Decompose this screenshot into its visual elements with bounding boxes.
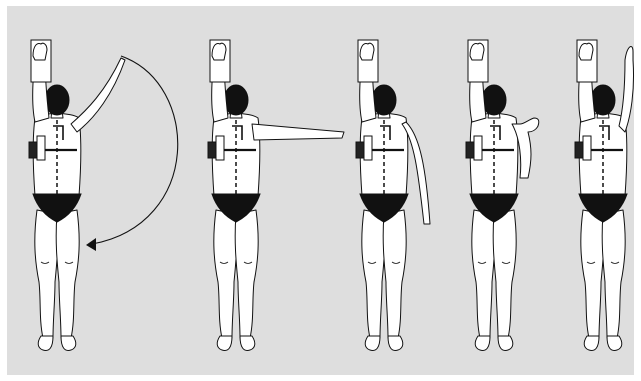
side-mount (208, 142, 216, 158)
right-foot (498, 336, 513, 350)
right-foot (607, 336, 622, 350)
figure-hand-behind-head (575, 40, 634, 350)
left-hand (579, 43, 593, 60)
figure-arm-horizontal (208, 40, 344, 350)
left-leg (214, 210, 237, 338)
left-foot (475, 336, 490, 350)
right-foot (388, 336, 403, 350)
side-mount (575, 142, 583, 158)
side-plate (37, 136, 45, 160)
left-leg (472, 210, 495, 338)
left-foot (217, 336, 232, 350)
figure-arm-raised-overhead (29, 40, 125, 350)
left-hand (212, 43, 226, 60)
left-foot (365, 336, 380, 350)
side-plate (583, 136, 591, 160)
left-leg (362, 210, 385, 338)
right-leg (383, 210, 406, 338)
right-foot (61, 336, 76, 350)
right-leg (602, 210, 625, 338)
side-mount (466, 142, 474, 158)
left-hand (33, 43, 47, 60)
figure-elbow-flexed (466, 40, 539, 350)
left-foot (584, 336, 599, 350)
figure-arm-lowered (356, 40, 430, 350)
right-arm-moving (252, 124, 344, 140)
right-arm-moving (619, 46, 634, 132)
left-foot (38, 336, 53, 350)
rotation-arc-arrow (92, 56, 178, 244)
left-leg (581, 210, 604, 338)
right-leg (493, 210, 516, 338)
right-arm-moving (71, 58, 125, 132)
left-leg (35, 210, 58, 338)
right-foot (240, 336, 255, 350)
side-mount (356, 142, 364, 158)
left-hand (360, 43, 374, 60)
right-leg (235, 210, 258, 338)
rotation-arrowhead (86, 238, 96, 251)
side-plate (474, 136, 482, 160)
left-hand (470, 43, 484, 60)
side-mount (29, 142, 37, 158)
right-leg (56, 210, 79, 338)
side-plate (364, 136, 372, 160)
side-plate (216, 136, 224, 160)
